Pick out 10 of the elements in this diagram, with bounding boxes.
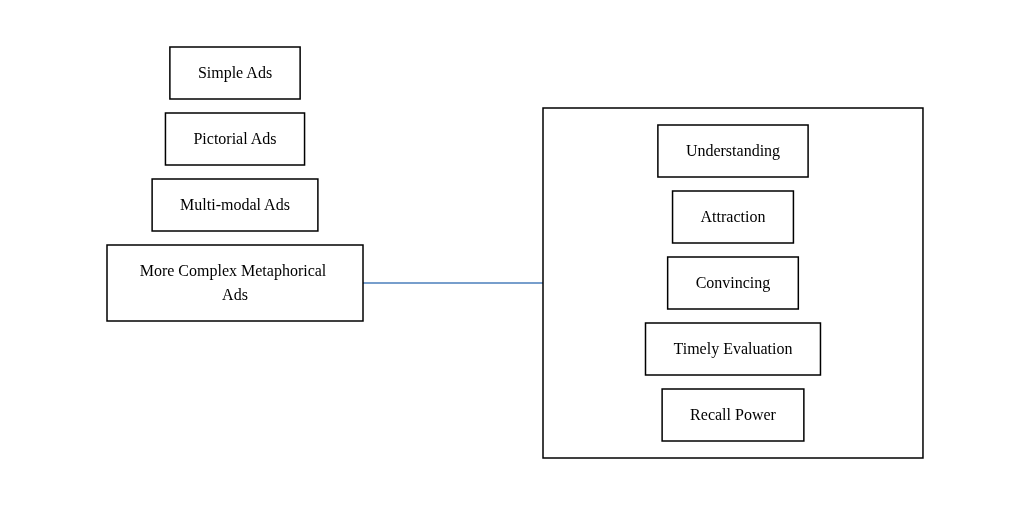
cluster: [542, 107, 924, 459]
node-box: Convincing: [666, 256, 800, 310]
node-box: Timely Evaluation: [644, 322, 822, 376]
node-box: Pictorial Ads: [164, 112, 306, 166]
node-box: Multi-modal Ads: [151, 178, 319, 232]
node-box: Simple Ads: [169, 46, 301, 100]
node-box: Understanding: [657, 124, 809, 178]
node-box: Attraction: [671, 190, 795, 244]
node-box: More Complex Metaphorical Ads: [106, 244, 364, 322]
node-box: Recall Power: [661, 388, 805, 442]
